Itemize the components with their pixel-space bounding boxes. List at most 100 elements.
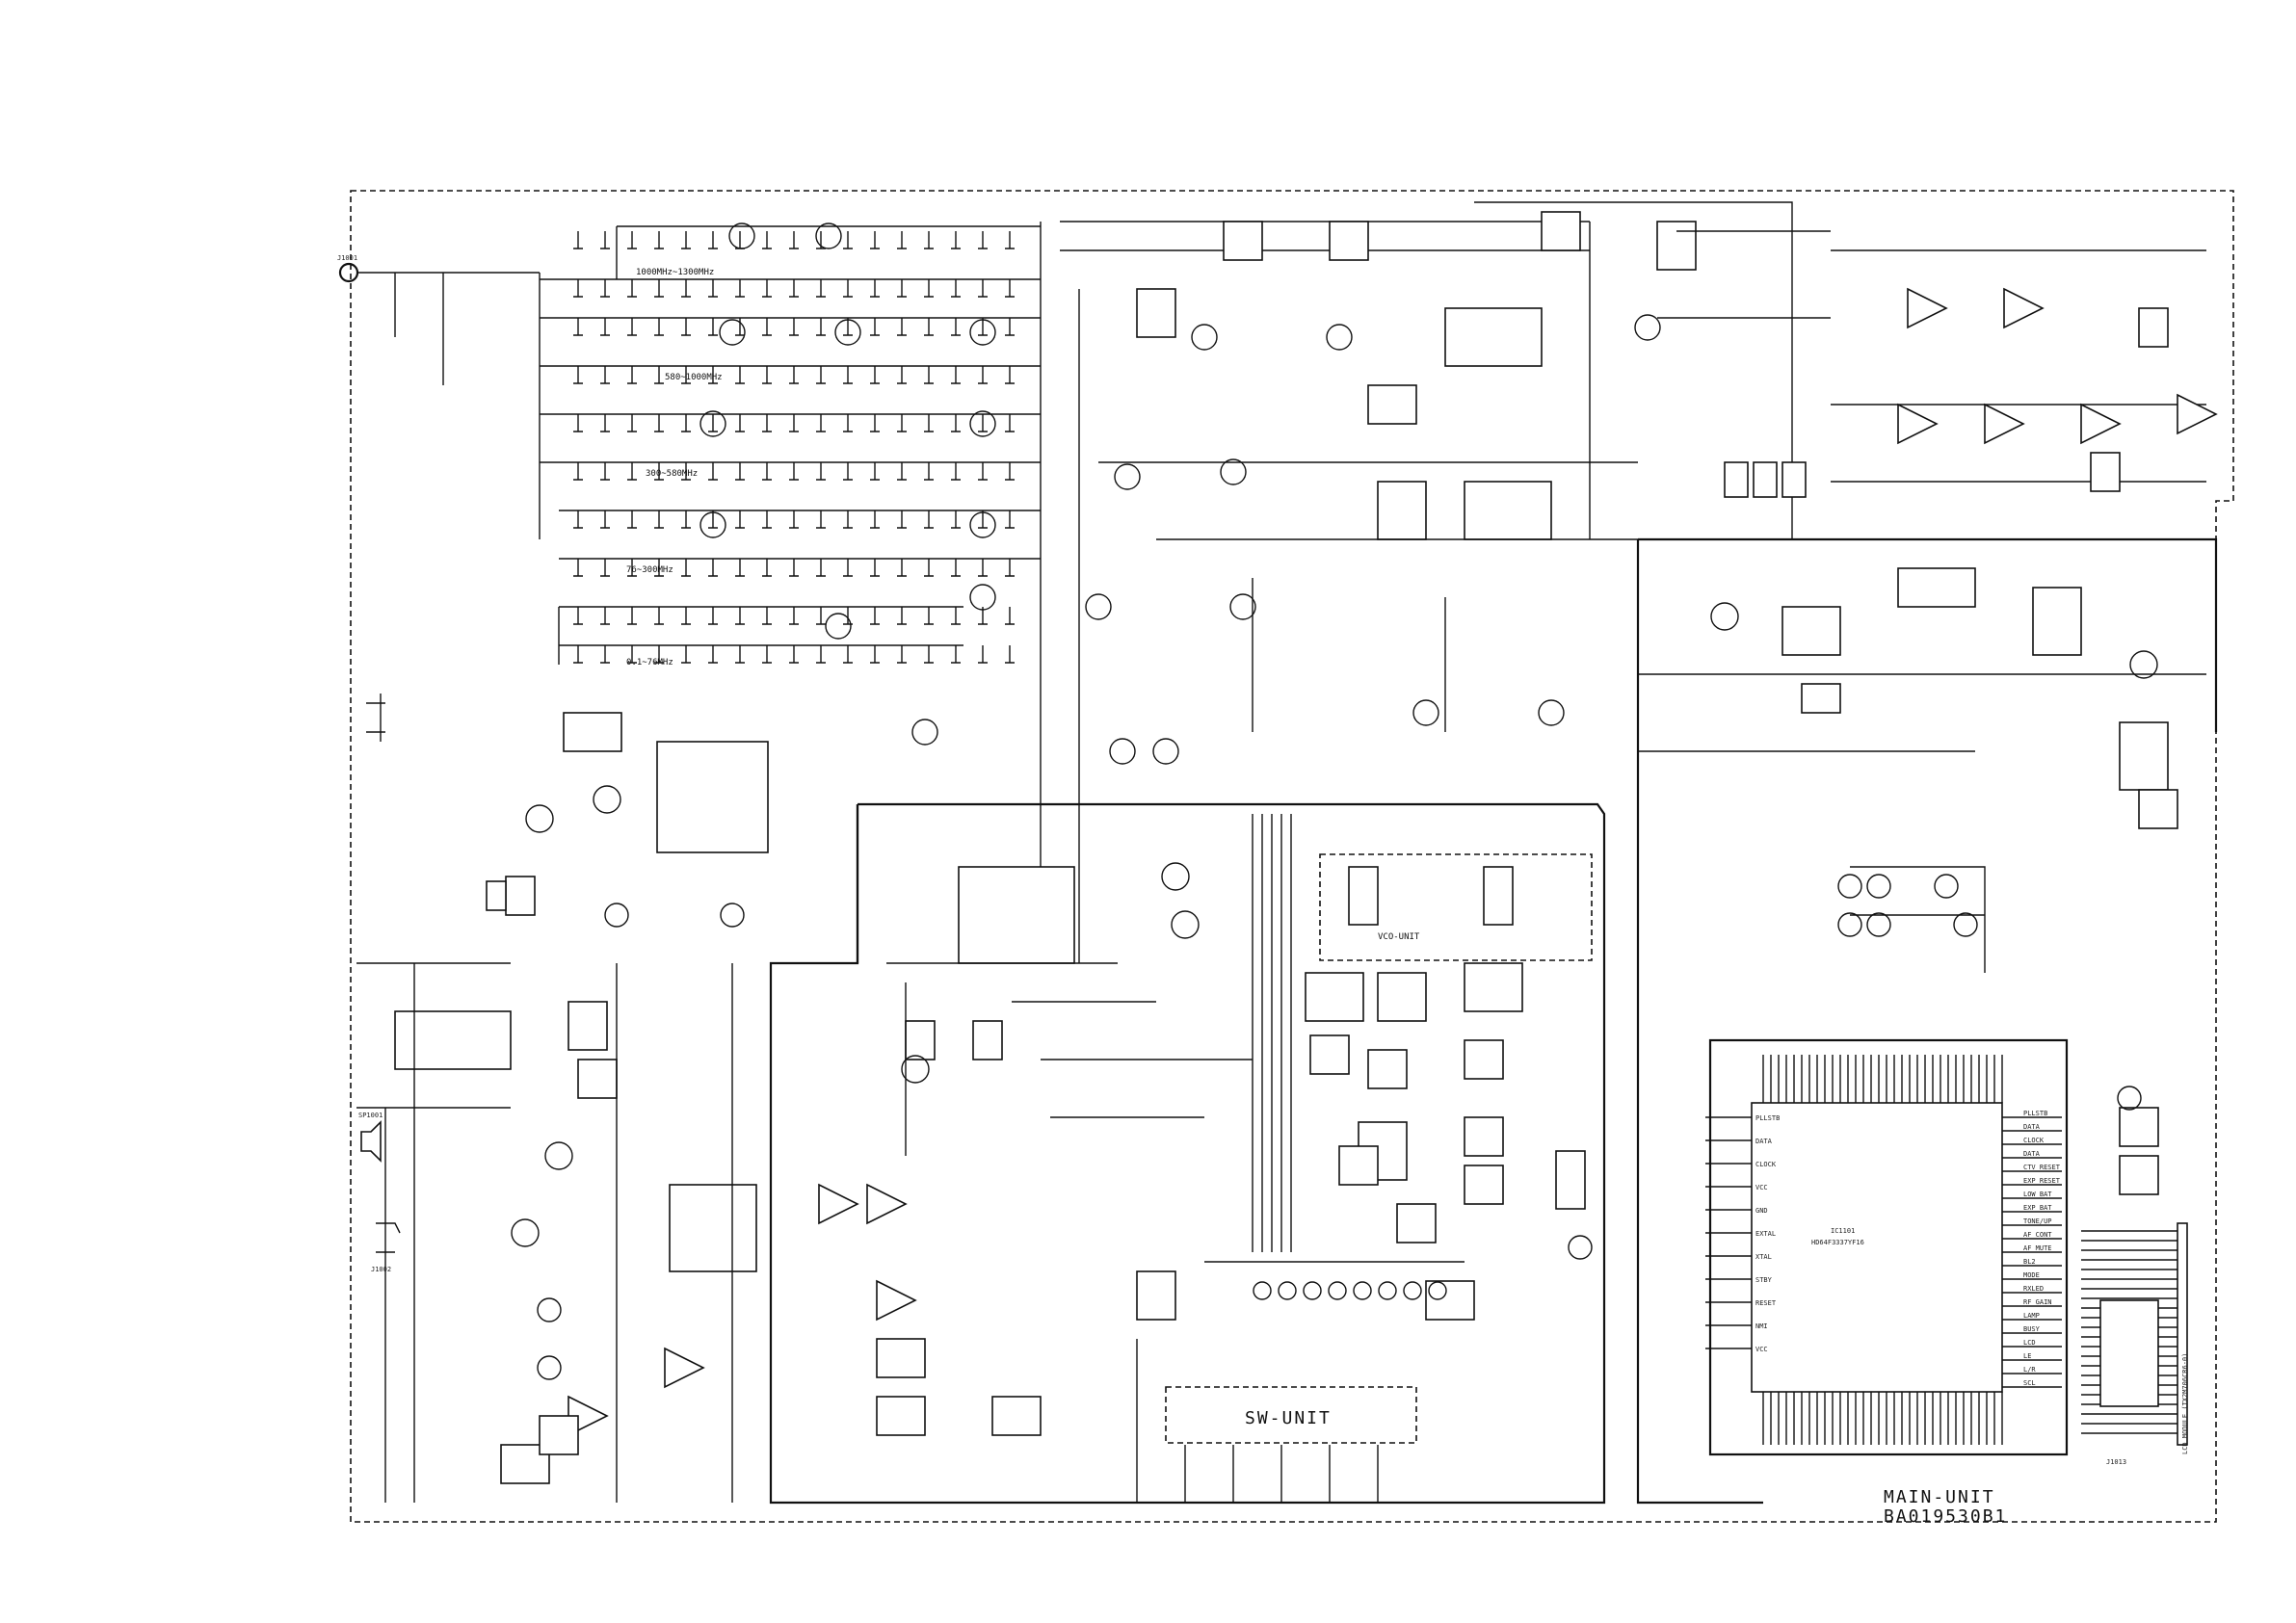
cpu-part-label: HD64F3337YF16 <box>1811 1239 1864 1246</box>
transistor-icon <box>1412 699 1439 726</box>
if-ic <box>1444 307 1543 367</box>
transistor-icon <box>1114 463 1141 490</box>
led-icon <box>1378 1281 1397 1300</box>
cpu-pin-label-right: LE <box>2023 1352 2031 1360</box>
transistor-icon <box>1085 593 1112 620</box>
transistor-icon <box>969 410 996 437</box>
main-cpu-ic <box>1751 1102 2003 1393</box>
transistor-icon <box>719 319 746 346</box>
sw-unit-box <box>1165 1386 1417 1444</box>
if-demod-ic <box>656 741 769 853</box>
cpu-pin-label-left: XTAL <box>1755 1253 1772 1261</box>
cpu-pin-label-right: CLOCK <box>2023 1137 2045 1144</box>
sw-unit-label: SW-UNIT <box>1245 1408 1332 1428</box>
main-unit-border <box>350 190 2234 1523</box>
transistor-icon <box>815 223 842 249</box>
vco-unit-label: VCO-UNIT <box>1378 932 1420 942</box>
dtmf-ic <box>669 1184 757 1272</box>
cpu-pin-label-right: EXP BAT <box>2023 1204 2052 1212</box>
opamp-4 <box>1984 403 2025 445</box>
mixer-if-section <box>1040 201 1831 963</box>
cpu-pin-label-right: LOW BAT <box>2023 1191 2052 1198</box>
audio-squelch-section <box>1724 249 2218 498</box>
cpu-pin-label-right: RXLED <box>2023 1285 2044 1293</box>
title-block: MAIN-UNIT BA019530B1 <box>1884 1487 2007 1527</box>
band1-label: 1000MHz~1300MHz <box>636 268 714 277</box>
vco-unit-box <box>1319 853 1593 961</box>
cpu-pin-label-right: BUSY <box>2023 1325 2041 1333</box>
cpu-pin-label-right: SCL <box>2023 1379 2036 1387</box>
transistor-icon <box>969 584 996 611</box>
opamp-2 <box>2003 287 2045 329</box>
lcd-connector <box>2177 1222 2188 1446</box>
pll-ic <box>958 866 1075 964</box>
cpu-pin-label-right: EXP RESET <box>2023 1177 2061 1185</box>
opamp-5 <box>2080 403 2122 445</box>
af-ic <box>394 1010 512 1070</box>
cpu-pin-label-left: EXTAL <box>1755 1230 1776 1238</box>
led-icon <box>1303 1281 1322 1300</box>
transistor-icon <box>1109 738 1136 765</box>
cpu-pin-label-left: VCC <box>1755 1184 1768 1191</box>
cpu-pin-label-right: RF GAIN <box>2023 1298 2052 1306</box>
cpu-ref-label: IC1101 <box>1831 1227 1855 1235</box>
cpu-pin-label-left: VCC <box>1755 1346 1768 1353</box>
cpu-pin-label-left: RESET <box>1755 1299 1777 1307</box>
opamp-6 <box>2177 393 2218 435</box>
band4-label: 76~300MHz <box>626 565 673 575</box>
lcd-module-label: LCD MODULE (TX2M706CR6-0) <box>2181 1353 2189 1454</box>
band2-label: 580~1000MHz <box>665 373 723 382</box>
cpu-pin-label-left: PLLSTB <box>1755 1114 1780 1122</box>
cpu-pin-label-left: GND <box>1755 1207 1768 1215</box>
transistor-icon <box>1538 699 1565 726</box>
transistor-icon <box>699 410 726 437</box>
antenna-ref-label: J1001 <box>337 254 357 262</box>
pll-vco-section: VCO-UNIT <box>856 802 1606 1505</box>
cpu-boundary <box>1708 1038 2069 1456</box>
sw-unit-section: SW-UNIT <box>876 1261 1475 1503</box>
cpu-pin-label-right: BL2 <box>2023 1258 2036 1266</box>
cpu-pin-label-right: DATA <box>2023 1123 2041 1131</box>
ext-speaker-ref-label: J1002 <box>371 1266 391 1273</box>
speaker-ref-label: SP1001 <box>358 1112 383 1119</box>
rf-front-end: J1001 1000MHz~1300MHz 580~1000MHz 300~58… <box>337 223 1661 765</box>
cpu-pin-label-left: NMI <box>1755 1322 1768 1330</box>
transistor-icon <box>1191 324 1218 351</box>
band5-label: 0.1~76MHz <box>626 658 673 668</box>
cpu-pin-label-right: TONE/UP <box>2023 1217 2052 1225</box>
led-icon <box>1403 1281 1422 1300</box>
cpu-pin-label-right: LAMP <box>2023 1312 2040 1320</box>
transistor-icon <box>728 223 755 249</box>
led-icon <box>1353 1281 1372 1300</box>
power-section <box>1636 537 2218 1505</box>
cpu-pin-label-right: CTV RESET <box>2023 1164 2061 1171</box>
title-unit-name: MAIN-UNIT <box>1884 1487 1995 1507</box>
lcd-conn-ref-label: J1013 <box>2106 1458 2126 1466</box>
led-icon <box>1253 1281 1272 1300</box>
cpu-pin-label-right: MODE <box>2023 1271 2040 1279</box>
cpu-pin-label-right: PLLSTB <box>2023 1110 2047 1117</box>
title-drawing-number: BA019530B1 <box>1884 1506 2007 1527</box>
cpu-pin-label-right: AF CONT <box>2023 1231 2052 1239</box>
transistor-icon <box>1634 314 1661 341</box>
audio-demod-section: SP1001 J1002 <box>356 694 1503 1505</box>
band3-label: 300~580MHz <box>646 469 698 479</box>
opamp-1 <box>1907 287 1948 329</box>
transistor-icon <box>1229 593 1256 620</box>
cpu-pin-label-right: LCD <box>2023 1339 2036 1347</box>
cpu-pin-label-left: DATA <box>1755 1138 1773 1145</box>
cpu-pin-label-left: CLOCK <box>1755 1161 1777 1168</box>
transistor-icon <box>911 719 938 746</box>
speaker-icon <box>360 1120 382 1163</box>
transistor-icon <box>1326 324 1353 351</box>
transistor-icon <box>1220 458 1247 485</box>
transistor-icon <box>825 613 852 640</box>
main-cpu-section: IC1101 HD64F3337YF16 PLLSTB DATA CLOCK VCC G… <box>1555 1038 2189 1466</box>
transistor-icon <box>1152 738 1179 765</box>
antenna-connector-icon <box>338 262 359 283</box>
led-icon <box>1278 1281 1297 1300</box>
opamp-3 <box>1897 403 1939 445</box>
cpu-pin-label-right: L/R <box>2023 1366 2036 1374</box>
cpu-pin-label-right: DATA <box>2023 1150 2041 1158</box>
